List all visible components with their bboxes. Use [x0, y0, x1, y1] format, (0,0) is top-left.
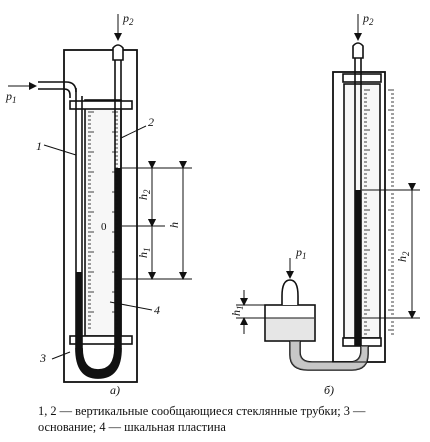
scale-plate-b [343, 83, 381, 339]
figure-caption: 1, 2 — вертикальные сообщающиеся стеклян… [38, 404, 366, 434]
h2-label-a: h2 [136, 189, 152, 200]
figure-b-cup-manometer [264, 42, 386, 371]
label-3: 3 [39, 351, 46, 365]
p1-label-a: p1 [5, 89, 17, 105]
base-plate [63, 49, 138, 383]
h1-label-b: h1 [229, 306, 245, 317]
figure-a-labels: p2 p1 1 2 4 3 0 h2 h1 h a) [5, 11, 181, 397]
p2-label-b: p2 [362, 11, 374, 27]
liquid-right-tube [115, 168, 121, 348]
figure-b-dimensions [236, 14, 420, 334]
bottom-clamp [69, 335, 133, 345]
p1-label-b: p1 [295, 245, 307, 261]
h1-label-a: h1 [136, 248, 152, 259]
liquid-vertical-tube [355, 190, 361, 346]
p2-label-a: p2 [122, 11, 134, 27]
label-1: 1 [36, 139, 42, 153]
top-clamp [69, 100, 133, 110]
figure-b-caption: б) [324, 383, 334, 397]
figure-b-labels: p2 p1 h2 h1 б) [229, 11, 411, 397]
zero-mark: 0 [101, 221, 107, 233]
figure-a-scale-ticks [88, 111, 118, 329]
label-2: 2 [148, 115, 154, 129]
figure-a-u-tube-manometer [38, 44, 138, 383]
liquid-left-tube [76, 272, 82, 348]
figure-a-caption: a) [110, 383, 120, 397]
label-4: 4 [154, 303, 160, 317]
manometer-diagram: p2 p1 1 2 4 3 0 h2 h1 h a) [5, 11, 420, 397]
figure-a-dimensions [8, 14, 192, 360]
h2-label-b: h2 [395, 251, 411, 262]
h-label-a: h [167, 222, 181, 228]
